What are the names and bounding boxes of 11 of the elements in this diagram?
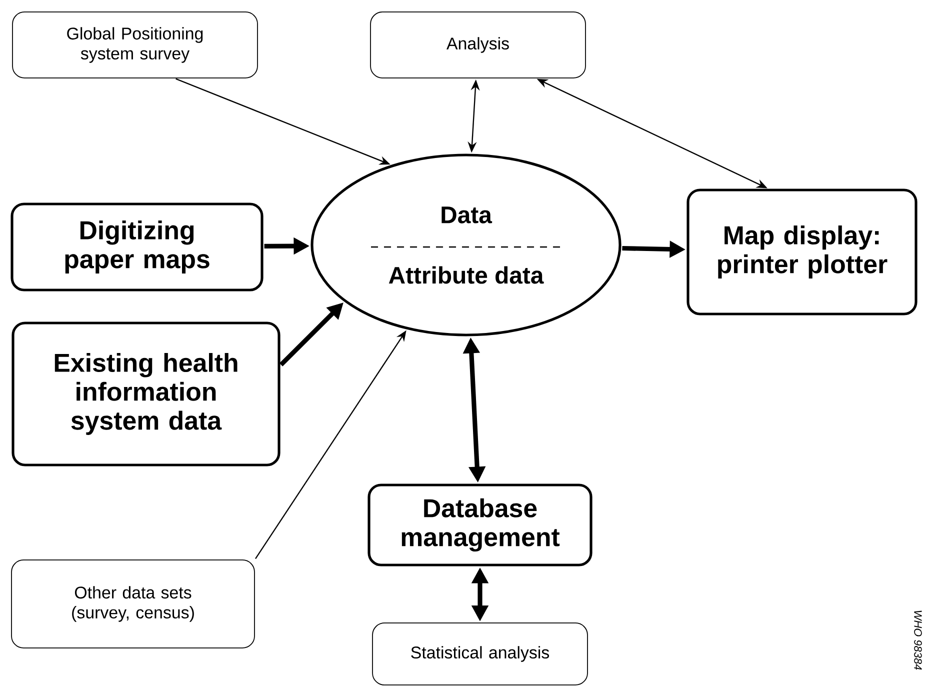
- node-text: Data: [442, 206, 492, 224]
- process-box: Global Positioning system survey: [12, 12, 258, 78]
- process-box: Analysis: [370, 12, 586, 78]
- source-box: Database management: [368, 484, 592, 566]
- process-box: Other data sets (survey, census): [11, 560, 255, 648]
- source-box: Existing health information system data: [12, 322, 280, 466]
- process-box: Statistical analysis: [372, 622, 588, 686]
- source-box: Digitizing paper maps: [10, 202, 264, 292]
- node-text: Attribute data: [388, 266, 544, 284]
- reference-number: WHO 98384: [914, 610, 922, 670]
- source-box: Map display: printer plotter: [686, 188, 918, 316]
